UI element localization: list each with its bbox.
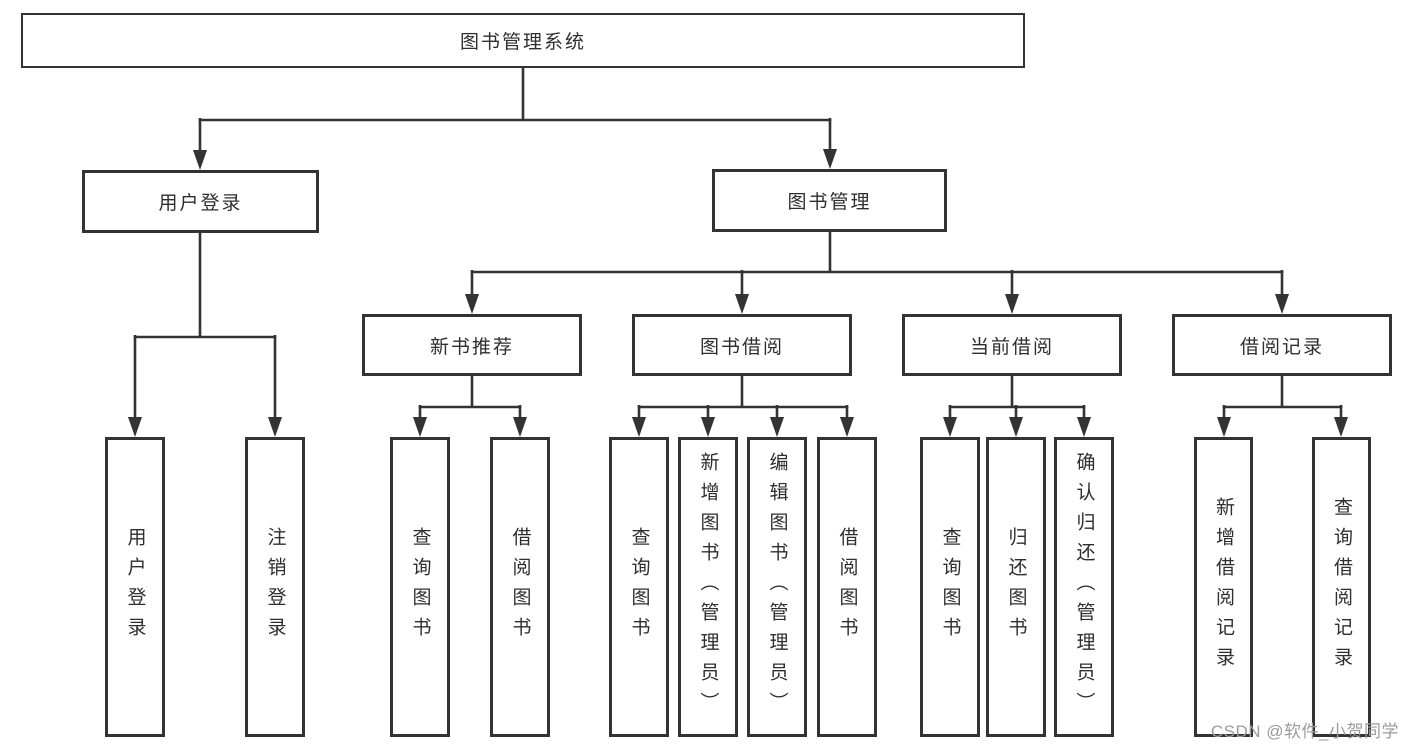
leaf-borrow-books-recommend: 借阅图书 <box>490 437 550 737</box>
node-book-borrow: 图书借阅 <box>632 314 852 376</box>
leaf-edit-book-admin: 编辑图书（管理员） <box>747 437 807 737</box>
connector-borrow-records-to-leaves <box>1217 376 1348 437</box>
leaf-query-books-borrow: 查询图书 <box>609 437 669 737</box>
leaf-add-borrow-record: 新增借阅记录 <box>1194 437 1253 737</box>
node-library-management-system: 图书管理系统 <box>21 13 1025 68</box>
leaf-confirm-return-admin: 确认归还（管理员） <box>1054 437 1114 737</box>
leaf-add-book-admin: 新增图书（管理员） <box>678 437 738 737</box>
connector-book-mgmt-to-level3 <box>465 232 1289 314</box>
node-borrow-records: 借阅记录 <box>1172 314 1392 376</box>
leaf-user-login: 用户登录 <box>105 437 165 737</box>
leaf-query-books-recommend: 查询图书 <box>390 437 450 737</box>
node-current-borrow: 当前借阅 <box>902 314 1122 376</box>
connector-user-login-to-leaves <box>128 233 282 437</box>
leaf-return-book: 归还图书 <box>986 437 1046 737</box>
leaf-borrow-books: 借阅图书 <box>817 437 877 737</box>
node-new-book-recommend: 新书推荐 <box>362 314 582 376</box>
leaf-query-books-current: 查询图书 <box>920 437 980 737</box>
leaf-query-borrow-record: 查询借阅记录 <box>1312 437 1371 737</box>
connector-current-borrow-to-leaves <box>943 376 1091 437</box>
csdn-watermark: CSDN @软件_小贺同学 <box>1210 722 1399 741</box>
connector-book-borrow-to-leaves <box>632 376 854 437</box>
node-book-management: 图书管理 <box>712 169 947 232</box>
connector-root-to-level2 <box>193 68 837 170</box>
leaf-logout: 注销登录 <box>245 437 305 737</box>
connector-new-book-recommend-to-leaves <box>413 376 527 437</box>
node-user-login: 用户登录 <box>82 170 319 233</box>
